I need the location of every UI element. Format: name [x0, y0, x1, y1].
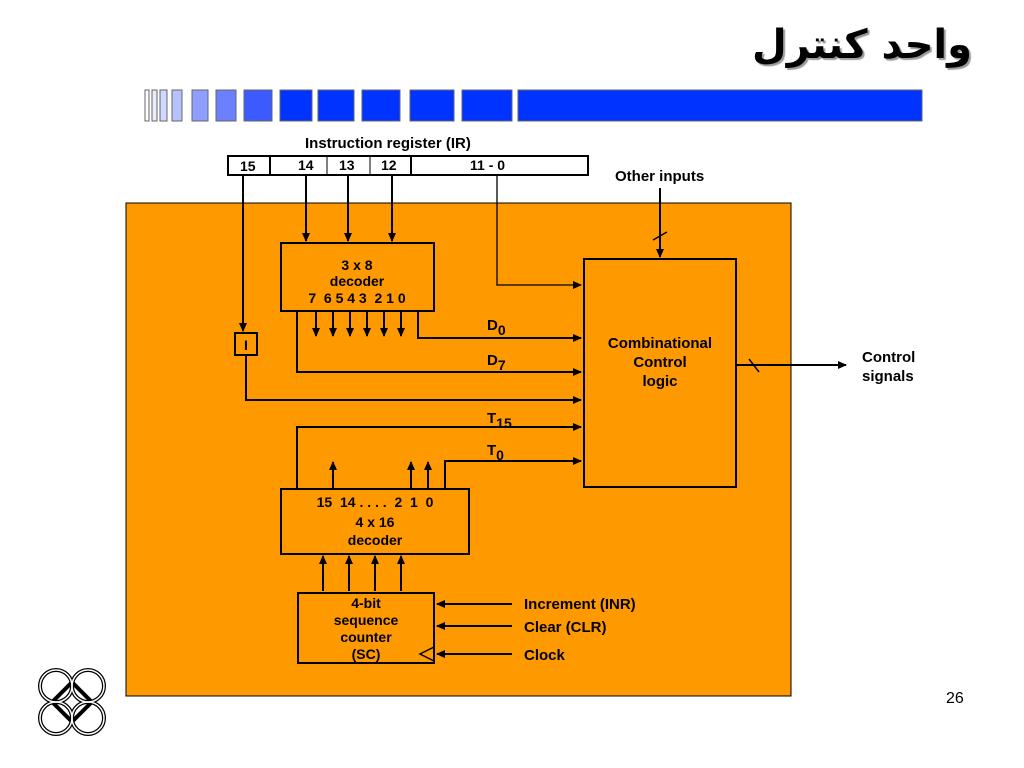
ir-field-13: 13	[339, 157, 355, 173]
decorative-block-bar	[144, 89, 923, 122]
orange-panel	[125, 202, 792, 697]
decoder-4x16	[280, 488, 470, 555]
logic-line2: Control	[633, 354, 686, 371]
t0-line	[444, 457, 582, 489]
t0-sub: 0	[496, 447, 504, 463]
i-flipflop-label: I	[244, 337, 248, 353]
decor-block	[191, 89, 209, 122]
t15-line	[296, 423, 582, 489]
decor-block	[159, 89, 168, 122]
sc-line1: 4-bit	[351, 595, 381, 611]
t0-label: T0	[487, 442, 504, 463]
decoder-3x8-outputs: 7 6 5 4 3 2 1 0	[308, 290, 406, 306]
inr-label: Increment (INR)	[524, 596, 636, 613]
control-signals-line1: Control	[862, 349, 915, 366]
logic-line1: Combinational	[608, 335, 712, 352]
clr-label: Clear (CLR)	[524, 619, 607, 636]
instruction-register	[227, 155, 589, 176]
decor-block	[461, 89, 513, 122]
sequence-counter	[297, 592, 435, 664]
logic-line3: logic	[642, 373, 677, 390]
decor-block-long	[517, 89, 923, 122]
t15-main: T	[487, 410, 496, 427]
d0-main: D	[487, 317, 498, 334]
d0-label: D0	[487, 317, 506, 338]
decor-block	[171, 89, 183, 122]
decoder-3x8-line2: decoder	[330, 273, 385, 289]
decor-block	[317, 89, 355, 122]
page-number: 26	[946, 690, 964, 707]
decor-block	[144, 89, 150, 122]
t15-sub: 15	[496, 415, 512, 431]
decoder-4x16-line2: decoder	[348, 532, 403, 548]
d7-line	[296, 311, 582, 376]
clock-triangle	[418, 646, 435, 662]
ir-field-11-0: 11 - 0	[470, 157, 505, 173]
sc-line3: counter	[340, 629, 392, 645]
combinational-control-logic	[583, 258, 737, 488]
decor-block	[279, 89, 313, 122]
d7-sub: 7	[498, 357, 506, 373]
decor-block	[215, 89, 237, 122]
t15-label: T15	[487, 410, 512, 431]
slide-title: واحد کنترل	[752, 22, 972, 68]
decor-block	[243, 89, 273, 122]
t0-main: T	[487, 442, 496, 459]
decor-block	[151, 89, 158, 122]
decoder-3x8	[280, 242, 435, 312]
decor-block	[361, 89, 401, 122]
sc-line4: (SC)	[352, 646, 381, 662]
clock-label: Clock	[524, 647, 566, 664]
decoder-3x8-line1: 3 x 8	[341, 257, 372, 273]
i-line	[245, 355, 582, 404]
decor-block	[409, 89, 455, 122]
ir-title: Instruction register (IR)	[305, 135, 471, 152]
control-signals-line2: signals	[862, 368, 914, 385]
decoder-4x16-line1: 4 x 16	[356, 514, 395, 530]
bus-slash	[748, 358, 760, 373]
ir-address-arrow	[496, 175, 582, 289]
ir-field-12: 12	[381, 157, 397, 173]
decoder-4x16-outputs: 15 14 . . . . 2 1 0	[317, 494, 434, 510]
d7-label: D7	[487, 352, 506, 373]
d0-line	[417, 311, 582, 342]
bus-slash	[652, 231, 668, 241]
ir-field-14: 14	[298, 157, 314, 173]
d0-sub: 0	[498, 322, 506, 338]
other-inputs-label: Other inputs	[615, 168, 704, 185]
ir-field-15: 15	[240, 158, 256, 174]
sc-line2: sequence	[334, 612, 399, 628]
d7-main: D	[487, 352, 498, 369]
